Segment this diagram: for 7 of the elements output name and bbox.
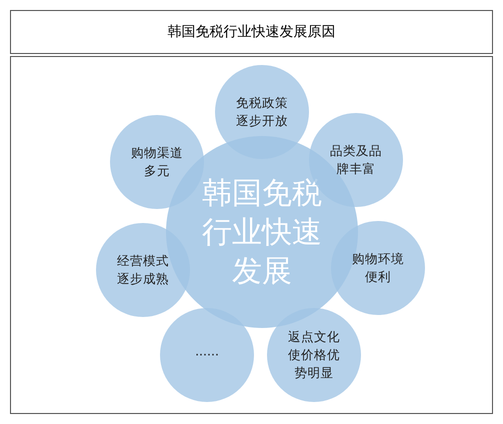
factor-circle: ······ [160,308,254,402]
factor-circle: 购物渠道多元 [110,115,204,209]
factor-circle: 经营模式逐步成熟 [96,223,190,317]
factor-circle: 返点文化使价格优势明显 [267,308,361,402]
factor-circle: 购物环境便利 [331,221,425,315]
factor-circle: 免税政策逐步开放 [215,65,309,159]
title-text: 韩国免税行业快速发展原因 [10,10,493,54]
